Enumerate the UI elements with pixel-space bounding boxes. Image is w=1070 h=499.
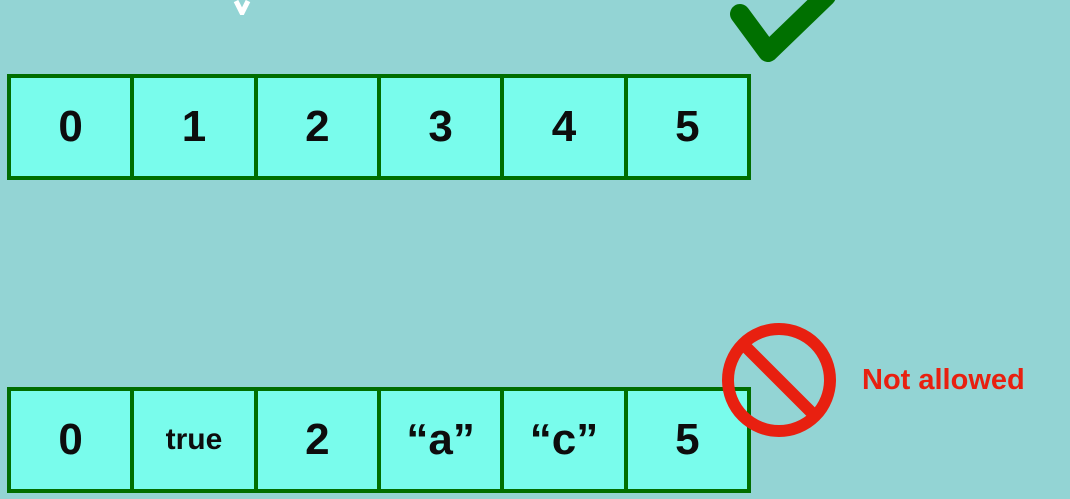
- array-cell: 2: [257, 391, 377, 489]
- title-fragment-glyph: [233, 0, 251, 15]
- array-cell: 0: [11, 391, 131, 489]
- array-cell: “c”: [504, 391, 624, 489]
- partial-title-fragment: [0, 0, 1070, 15]
- array-cell: 4: [504, 78, 624, 176]
- array-cell: 3: [380, 78, 501, 176]
- array-cell: “a”: [380, 391, 501, 489]
- array-cell: 5: [627, 78, 747, 176]
- not-allowed-label: Not allowed: [862, 364, 1025, 396]
- prohibited-icon: [722, 323, 836, 437]
- array-cell: 2: [257, 78, 377, 176]
- not-allowed-array: 0 true 2 “a” “c” 5: [7, 387, 751, 493]
- checkmark-icon: [730, 0, 836, 62]
- array-cell: 0: [11, 78, 131, 176]
- array-cell: 1: [134, 78, 254, 176]
- allowed-array: 0 1 2 3 4 5: [7, 74, 751, 180]
- array-cell: true: [134, 391, 254, 489]
- array-cell: 5: [627, 391, 747, 489]
